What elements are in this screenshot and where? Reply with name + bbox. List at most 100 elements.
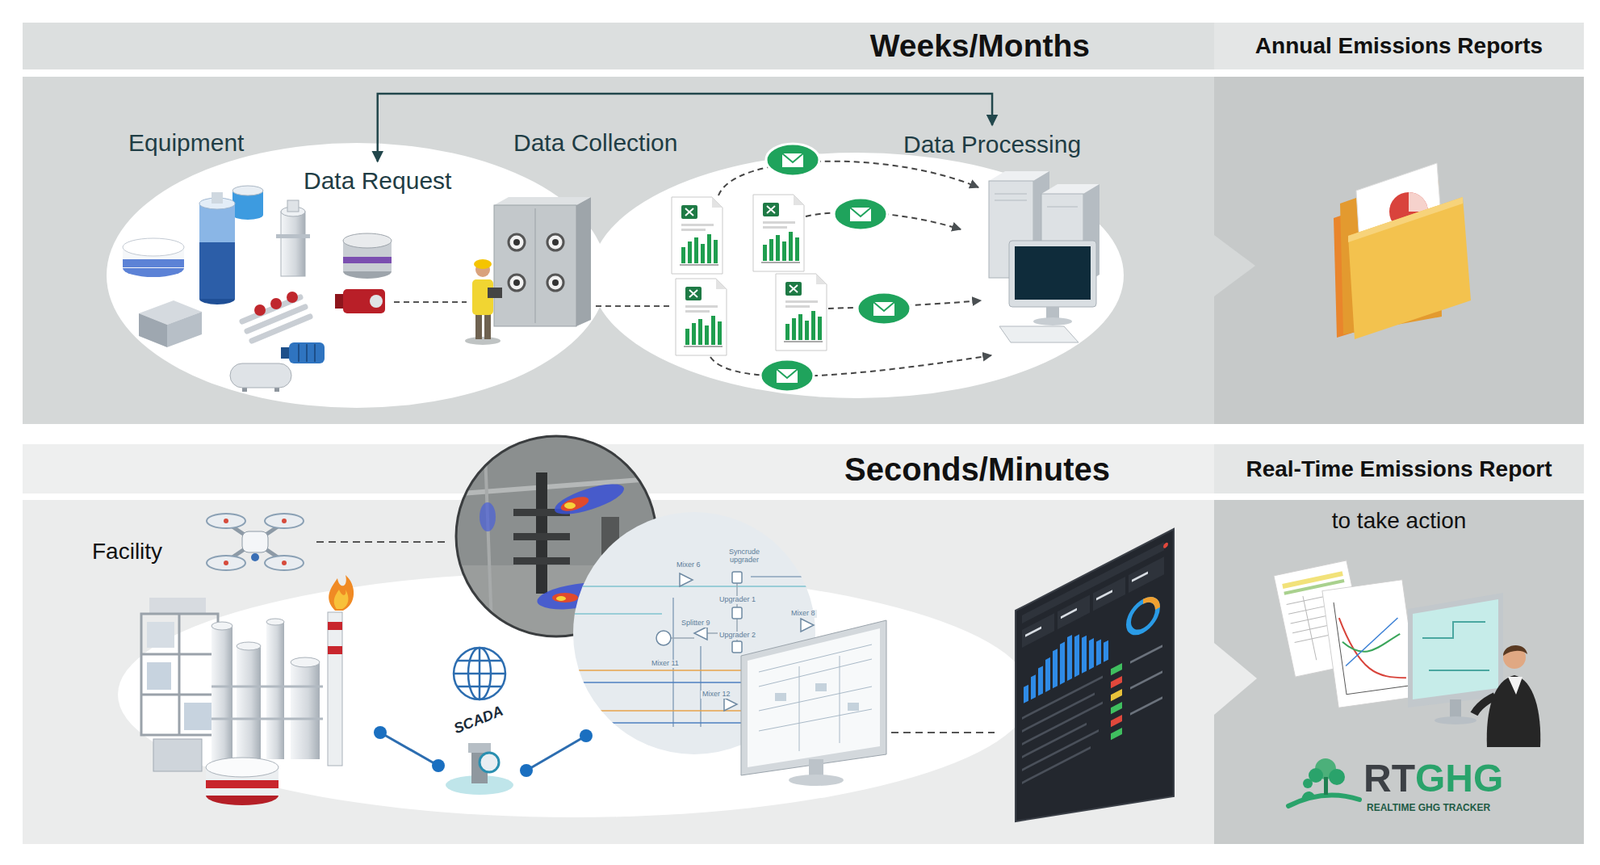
report-folders [1408, 192, 1429, 212]
dashboard-screen [1021, 700, 1103, 746]
equipment-illustration [393, 301, 467, 303]
flow-chevron [1214, 642, 1257, 715]
flowsheet-monitor [839, 655, 841, 743]
server-computer [1014, 246, 1091, 300]
flowsheet-unit-label-holder: Upgrader 1 [717, 590, 758, 605]
header-title: Annual Emissions Reports [1255, 32, 1543, 60]
dashboard-screen [1030, 674, 1036, 700]
worker-figure [464, 336, 501, 345]
mail-icon [766, 143, 820, 176]
action-illustration [1449, 699, 1462, 719]
dashboard-screen [1128, 593, 1158, 638]
facility-plant [327, 621, 343, 630]
scada-label-holder: SCADA [452, 712, 505, 729]
equipment-illustration [305, 343, 308, 362]
equipment-illustration [122, 259, 185, 268]
region-heading: Facility [92, 537, 163, 566]
flowsheet-monitor [799, 665, 800, 751]
bottom-panel [22, 499, 1215, 844]
process-flowsheet [656, 630, 671, 646]
dashboard-screen [1089, 637, 1094, 670]
facility-plant [236, 641, 261, 650]
thermal-image [452, 477, 662, 495]
equipment-illustration [297, 343, 300, 362]
flowsheet-monitor [758, 644, 872, 751]
thermal-image [559, 494, 591, 514]
dashboard-screen [1021, 540, 1169, 786]
control-cabinet [508, 234, 564, 291]
facility-plant [334, 589, 349, 609]
action-illustration [1273, 560, 1541, 747]
equipment-illustration [232, 185, 264, 196]
region-heading: Equipment [128, 128, 244, 158]
flowsheet-unit-label-holder: Syncrude upgrader [720, 548, 768, 566]
worker-figure [484, 311, 491, 340]
scada-network [373, 725, 593, 777]
control-cabinet [535, 208, 537, 323]
dashboard-screen [1163, 541, 1169, 549]
logo-icon [1288, 758, 1360, 806]
dashboard-screen [1130, 644, 1163, 664]
equipment-illustration [122, 238, 185, 256]
report-folders [1348, 196, 1463, 243]
action-illustration [1302, 595, 1317, 660]
dashboard-screen [1093, 576, 1126, 612]
facility-plant [327, 645, 343, 654]
header-title: Real-Time Emissions Report [1245, 455, 1552, 483]
flowsheet-monitor [758, 644, 872, 672]
dashboard-screen [1130, 695, 1163, 716]
flowsheet-monitor [747, 628, 880, 767]
process-flowsheet [732, 571, 742, 583]
worker-figure [473, 259, 492, 269]
equipment-illustration [254, 291, 298, 316]
dashboard-screen [1045, 657, 1051, 692]
logo-tagline-holder: REALTIME GHG TRACKER [1366, 799, 1491, 814]
report-documents [671, 194, 827, 356]
dashboard-screen [1110, 688, 1123, 701]
equipment-illustration [122, 185, 467, 392]
scada-network [373, 725, 387, 739]
drone-icon [223, 518, 287, 566]
control-cabinet [513, 238, 559, 286]
action-illustration [1339, 609, 1407, 686]
region-heading: Data Collection [513, 128, 678, 158]
facility-plant [211, 685, 323, 688]
control-cabinet [494, 196, 591, 327]
scada-network [373, 647, 593, 795]
logo-icon [1328, 768, 1345, 785]
flowsheet-unit-label-holder: Mixer 8 [789, 603, 817, 619]
dashboard-screen [1038, 665, 1043, 696]
flowsheet-monitor [847, 702, 859, 711]
action-illustration [1434, 716, 1477, 725]
dashboard-screen [1110, 662, 1123, 675]
thermal-image [479, 502, 496, 532]
mail-icon [833, 197, 888, 231]
scada-network [453, 647, 506, 700]
thermal-image [551, 477, 628, 521]
flowsheet-monitor [774, 692, 787, 701]
control-cabinet [552, 238, 559, 246]
drone-icon [264, 513, 304, 528]
flow-chevron [1214, 234, 1256, 297]
logo-icon [1323, 776, 1328, 795]
equipment-illustration [211, 192, 223, 204]
equipment-illustration [343, 233, 392, 248]
flowsheet-unit-label-holder: Mixer 12 [700, 684, 733, 700]
top-output-panel [1214, 76, 1584, 424]
thermal-image [513, 557, 570, 565]
server-computer [994, 193, 1027, 195]
flowsheet-monitor [788, 774, 844, 786]
mail-flow-arrow [710, 161, 992, 377]
drone-icon [264, 555, 304, 570]
flowsheet-monitor [758, 658, 872, 687]
top-panel [22, 76, 1215, 424]
equipment-illustration [199, 242, 235, 299]
worker-figure [487, 287, 503, 298]
connector-arrow [377, 93, 993, 162]
drone-icon [223, 560, 229, 566]
mail-flow-arrow [718, 161, 979, 196]
equipment-illustration [138, 313, 168, 348]
wire-line [316, 540, 449, 543]
action-illustration [1428, 669, 1490, 671]
report-documents [775, 273, 827, 351]
